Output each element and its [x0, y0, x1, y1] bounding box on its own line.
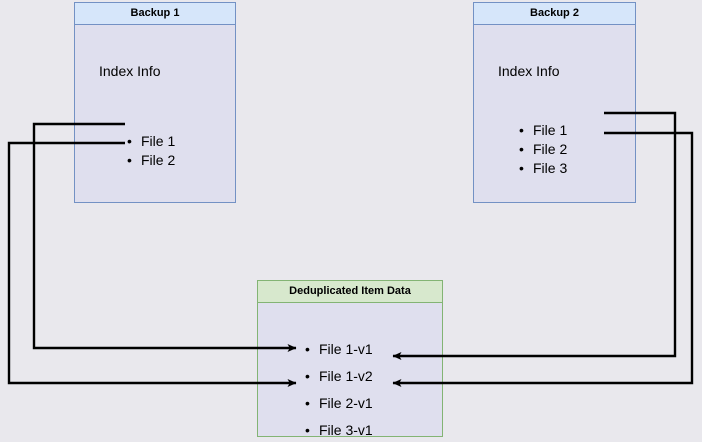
deduplicated-file-list: File 1-v1 File 1-v2 File 2-v1 File 3-v1	[305, 336, 373, 442]
list-item[interactable]: File 3	[519, 159, 567, 178]
list-item[interactable]: File 1-v1	[305, 336, 373, 363]
list-item[interactable]: File 1	[519, 121, 567, 140]
backup-2-file-list: File 1 File 2 File 3	[519, 121, 567, 178]
list-item[interactable]: File 3-v1	[305, 417, 373, 442]
list-item[interactable]: File 1	[127, 132, 175, 151]
backup-1-file-list: File 1 File 2	[127, 132, 175, 170]
list-item[interactable]: File 2	[127, 151, 175, 170]
backup-2-header: Backup 2	[474, 3, 635, 25]
deduplicated-item-data-box[interactable]: Deduplicated Item Data File 1-v1 File 1-…	[257, 280, 443, 442]
backup-2-box[interactable]: Backup 2 Index Info File 1 File 2 File 3	[473, 2, 636, 203]
list-item[interactable]: File 1-v2	[305, 363, 373, 390]
backup-2-index-info-label: Index Info	[498, 63, 560, 79]
list-item[interactable]: File 2-v1	[305, 390, 373, 417]
backup-1-index-info-label: Index Info	[99, 63, 161, 79]
deduplicated-item-data-body: File 1-v1 File 1-v2 File 2-v1 File 3-v1	[258, 303, 442, 442]
deduplicated-item-data-header: Deduplicated Item Data	[258, 281, 442, 303]
backup-2-body: Index Info File 1 File 2 File 3	[474, 25, 635, 202]
list-item[interactable]: File 2	[519, 140, 567, 159]
backup-1-header: Backup 1	[75, 3, 235, 25]
backup-1-box[interactable]: Backup 1 Index Info File 1 File 2	[74, 2, 236, 203]
backup-1-body: Index Info File 1 File 2	[75, 25, 235, 202]
